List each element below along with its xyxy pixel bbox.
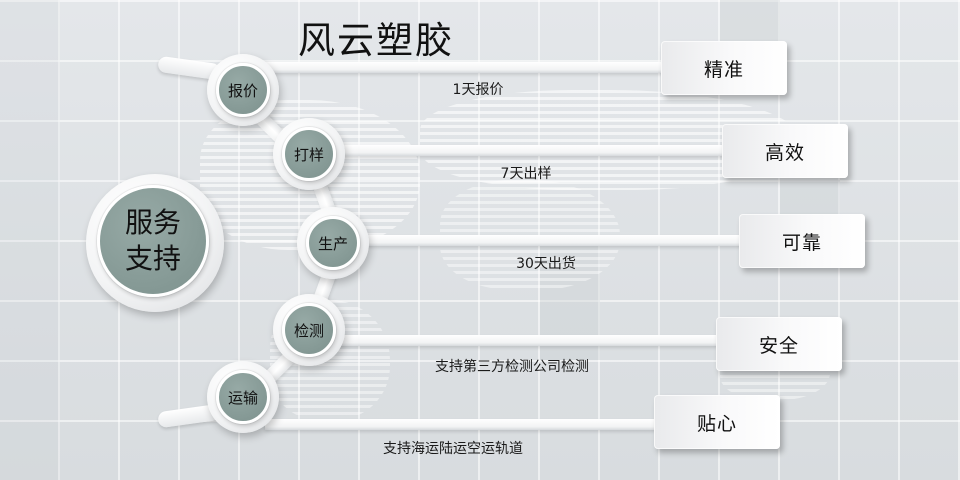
step-node-sample: 打样 — [273, 118, 345, 190]
step-node-label: 报价 — [216, 63, 270, 117]
step-detail-1: 1天报价 — [452, 82, 504, 98]
step-node-shipping: 运输 — [207, 361, 279, 433]
badge-safe: 安全 — [716, 317, 842, 371]
center-node-inner: 服务 支持 — [97, 185, 209, 297]
background-tile — [0, 0, 60, 480]
badge-efficient: 高效 — [722, 124, 848, 178]
step-node-quote: 报价 — [207, 54, 279, 126]
step-node-production: 生产 — [297, 207, 369, 279]
step-bar-5 — [265, 419, 657, 430]
step-bar-2 — [330, 145, 725, 156]
badge-precise: 精准 — [661, 41, 787, 95]
step-node-label: 运输 — [216, 370, 270, 424]
step-detail-4: 支持第三方检测公司检测 — [435, 359, 589, 375]
step-detail-3: 30天出货 — [516, 256, 576, 272]
step-bar-3 — [355, 235, 743, 246]
badge-caring: 贴心 — [654, 395, 780, 449]
step-node-label: 检测 — [282, 303, 336, 357]
center-node-service-support: 服务 支持 — [86, 174, 224, 312]
page-title: 风云塑胶 — [298, 19, 454, 62]
step-node-label: 生产 — [306, 216, 360, 270]
step-node-label: 打样 — [282, 127, 336, 181]
center-node-line1: 服务 — [124, 205, 181, 239]
step-bar-1 — [265, 62, 665, 73]
step-node-inspection: 检测 — [273, 294, 345, 366]
step-detail-2: 7天出样 — [500, 166, 552, 182]
center-node-line2: 支持 — [124, 242, 181, 275]
badge-reliable: 可靠 — [739, 214, 865, 268]
step-bar-4 — [330, 335, 720, 346]
step-detail-5: 支持海运陆运空运轨道 — [383, 441, 523, 457]
